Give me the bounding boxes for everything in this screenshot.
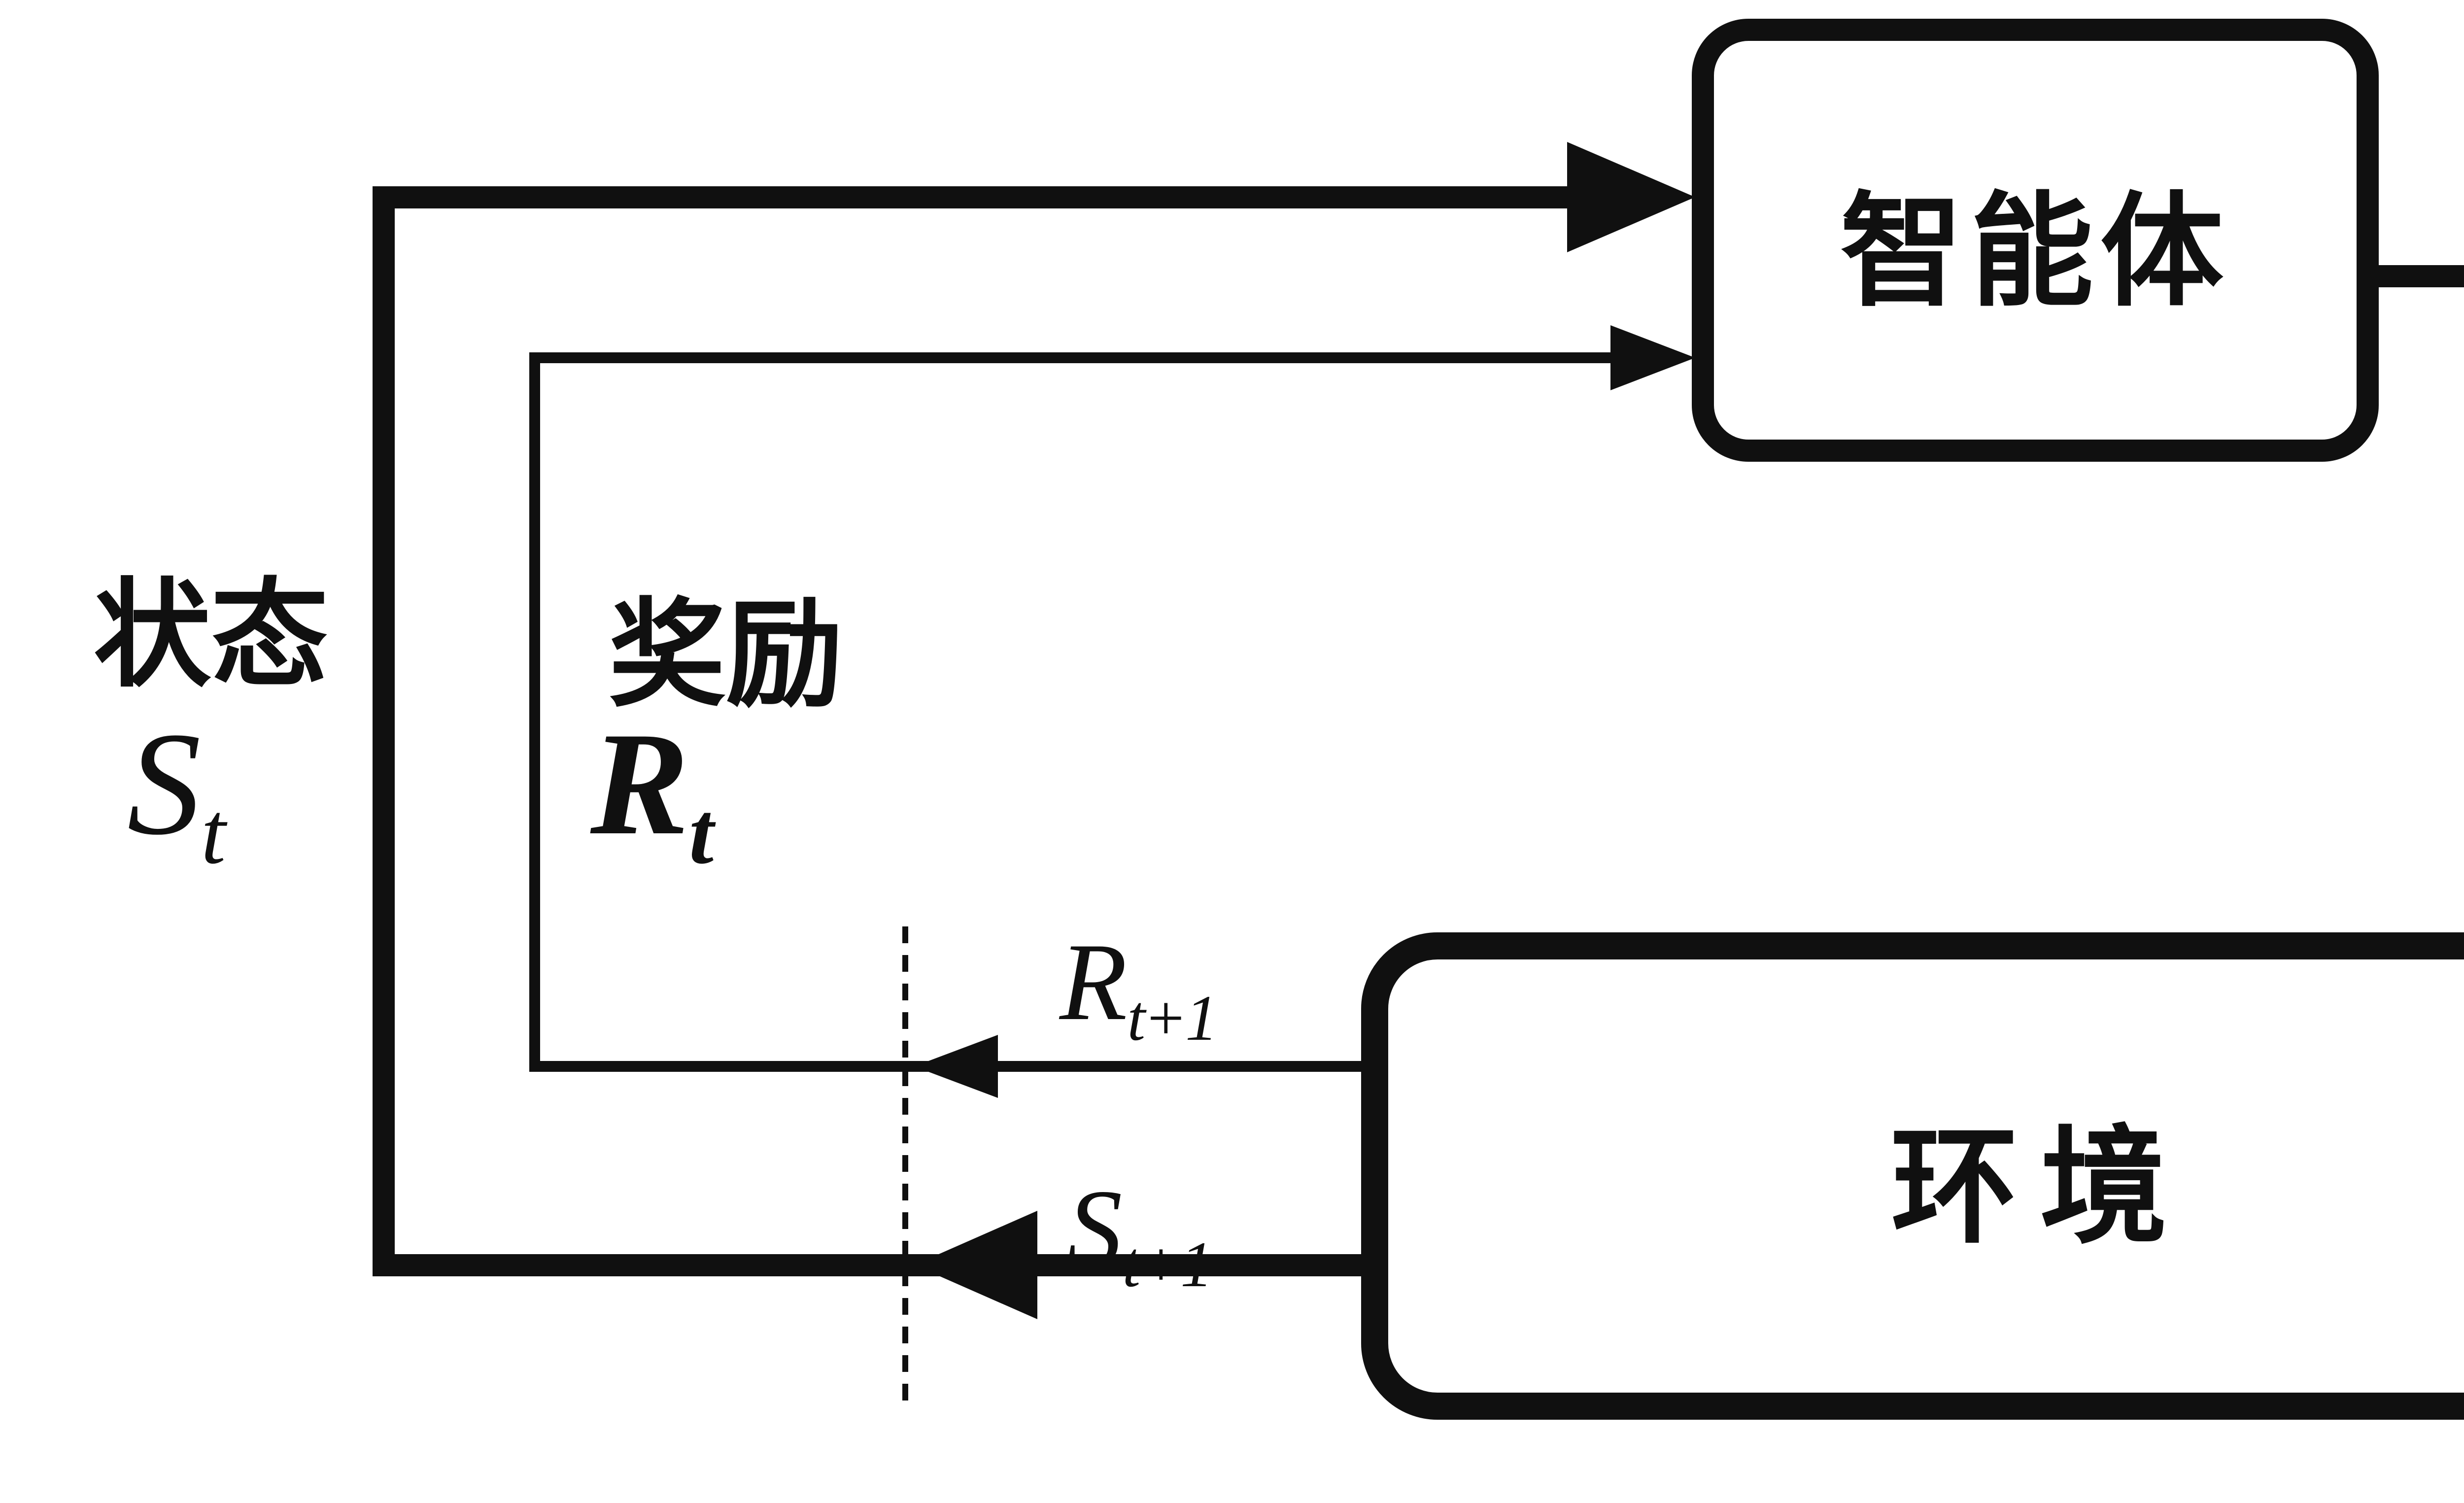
reward-symbol: Rt <box>590 699 714 884</box>
state-line-bottom <box>373 1254 1393 1276</box>
reward-line-vertical <box>529 352 540 1072</box>
reward-next-subscript: t+1 <box>1127 982 1218 1054</box>
state-next-base: S <box>1067 1166 1123 1290</box>
reward-symbol-base: R <box>590 702 689 865</box>
state-symbol: St <box>127 699 226 884</box>
state-line-top <box>373 186 1585 208</box>
state-caption-text: 状态 <box>94 572 328 701</box>
reward-caption-text: 奖励 <box>609 591 843 721</box>
state-to-agent-arrowhead-icon <box>1567 142 1695 252</box>
reward-symbol-subscript: t <box>689 784 714 882</box>
environment-box: 环境 <box>1361 932 2464 1420</box>
reward-next-arrowhead-icon <box>914 1035 998 1098</box>
state-next-label: St+1 <box>1067 1164 1213 1302</box>
state-next-arrowhead-icon <box>914 1211 1037 1319</box>
reward-line-top <box>529 352 1616 363</box>
state-line-vertical <box>373 186 395 1276</box>
state-caption: 状态 <box>94 540 328 710</box>
reward-to-agent-arrowhead-icon <box>1610 325 1695 390</box>
reward-next-label: Rt+1 <box>1060 918 1218 1056</box>
reward-next-base: R <box>1060 920 1128 1043</box>
agent-box-label: 智能体 <box>1840 184 2230 321</box>
agent-box: 智能体 <box>1692 19 2379 462</box>
time-boundary-dashed-line <box>902 926 908 1409</box>
reward-caption: 奖励 <box>609 559 843 729</box>
state-symbol-base: S <box>127 702 201 865</box>
environment-box-label: 环境 <box>1891 1118 2190 1259</box>
state-next-subscript: t+1 <box>1122 1228 1213 1300</box>
state-symbol-subscript: t <box>201 784 226 882</box>
